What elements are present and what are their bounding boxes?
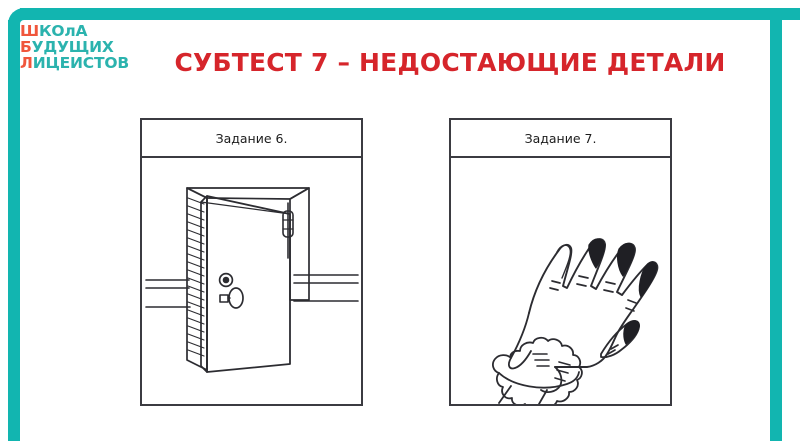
logo-line-2: БУДУЩИХ: [20, 37, 138, 56]
task-7-header: Задание 7.: [451, 120, 670, 158]
hand-illustration: [451, 158, 670, 404]
floor-lines-left: [145, 279, 191, 308]
logo-rest-1: КОлА: [38, 22, 88, 40]
index-finger-missing-nail: [556, 244, 572, 279]
frame-left-bar: [8, 20, 20, 441]
logo-accent-letter-2: Б: [20, 37, 32, 56]
logo-rest-3: ИЦЕИСТОВ: [32, 53, 129, 72]
frame-right-bar: [770, 20, 782, 441]
frame-top-bar: [20, 8, 800, 20]
door-leaf: [200, 195, 291, 373]
door-hinge-icon: [282, 202, 294, 259]
logo-line-3: ЛИЦЕИСТОВ: [20, 53, 138, 72]
finger-creases: [549, 275, 637, 312]
open-door-illustration: [142, 158, 361, 404]
brand-logo: ШКОлА БУДУЩИХ ЛИЦЕИСТОВ: [20, 22, 138, 72]
fingernails: [588, 238, 657, 298]
logo-line-1: ШКОлА: [20, 22, 138, 40]
logo-accent-letter-1: Ш: [20, 22, 39, 40]
page-title: СУБТЕСТ 7 – НЕДОСТАЮЩИЕ ДЕТАЛИ: [174, 48, 726, 77]
logo-accent-letter-3: Л: [20, 53, 33, 72]
door-knob-icon: [219, 287, 244, 309]
arm-line: [498, 385, 548, 404]
task-panel-7: Задание 7.: [449, 118, 672, 406]
frame-corner-decoration: [8, 8, 32, 32]
floor-lines-right: [293, 274, 359, 302]
thumb: [600, 320, 640, 359]
logo-rest-2: УДУЩИХ: [31, 37, 114, 56]
door-lock-icon: [218, 272, 234, 288]
task-6-header: Задание 6.: [142, 120, 361, 158]
cuff-hatching: [532, 353, 571, 382]
task-panel-6: Задание 6.: [140, 118, 363, 406]
sleeve-cuff: [492, 312, 583, 404]
